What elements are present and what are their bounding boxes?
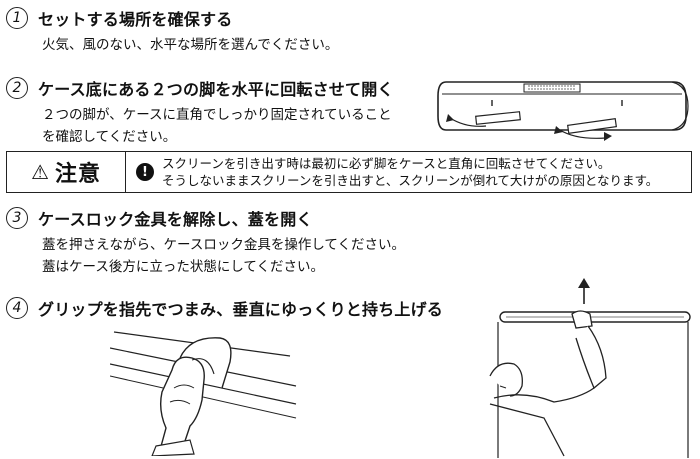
step-2-title: ケース底にある２つの脚を水平に回転させて開く [38, 80, 394, 99]
caution-text: スクリーンを引き出す時は最初に必ず脚をケースと直角に回転させてください。 そうし… [162, 155, 658, 189]
step-1-description: 火気、風のない、水平な場所を選んでください。 [42, 34, 338, 56]
hand-grip-illustration [110, 331, 297, 456]
step-number-4: 4 [6, 297, 28, 319]
step-4-title: グリップを指先でつまみ、垂直にゆっくりと持ち上げる [38, 300, 444, 319]
step-2-description: ２つの脚が、ケースに直角でしっかり固定されていること を確認してください。 [42, 104, 392, 148]
step-4-heading: 4 グリップを指先でつまみ、垂直にゆっくりと持ち上げる [6, 296, 443, 320]
caution-notice: ⚠ 注意 ! スクリーンを引き出す時は最初に必ず脚をケースと直角に回転させてくだ… [6, 151, 692, 193]
caution-label-text: 注意 [54, 162, 101, 187]
arrow-up-icon [578, 278, 590, 288]
step-number-1: 1 [6, 7, 28, 29]
step-1-title: セットする場所を確保する [38, 10, 233, 29]
step-3-description: 蓋を押さえながら、ケースロック金具を操作してください。 蓋はケース後方に立った状… [42, 234, 405, 278]
step-number-3: 3 [6, 207, 28, 229]
case-legs-illustration [437, 81, 689, 141]
caution-line: スクリーンを引き出す時は最初に必ず脚をケースと直角に回転させてください。 [162, 156, 611, 171]
step-1-desc-line: 火気、風のない、水平な場所を選んでください。 [42, 37, 339, 53]
exclamation-circle-icon: ! [136, 163, 154, 181]
step-2-heading: 2 ケース底にある２つの脚を水平に回転させて開く [6, 76, 394, 100]
step-number-2: 2 [6, 77, 28, 99]
caution-body: ! スクリーンを引き出す時は最初に必ず脚をケースと直角に回転させてください。 そ… [126, 152, 658, 192]
step-3-heading: 3 ケースロック金具を解除し、蓋を開く [6, 206, 313, 230]
warning-triangle-icon: ⚠ [31, 160, 49, 184]
step-2-desc-line: ２つの脚が、ケースに直角でしっかり固定されていること [42, 107, 392, 123]
step-3-title: ケースロック金具を解除し、蓋を開く [38, 210, 313, 229]
step-3-desc-line: 蓋を押さえながら、ケースロック金具を操作してください。 [42, 237, 406, 253]
screen-lift-illustration [489, 278, 691, 458]
step-1-heading: 1 セットする場所を確保する [6, 6, 232, 30]
step-3-desc-line: 蓋はケース後方に立った状態にしてください。 [42, 259, 325, 275]
caution-line: そうしないままスクリーンを引き出すと、スクリーンが倒れて大けがの原因となります。 [162, 173, 659, 188]
step-2-desc-line: を確認してください。 [42, 129, 177, 145]
caution-label: ⚠ 注意 [7, 152, 126, 192]
